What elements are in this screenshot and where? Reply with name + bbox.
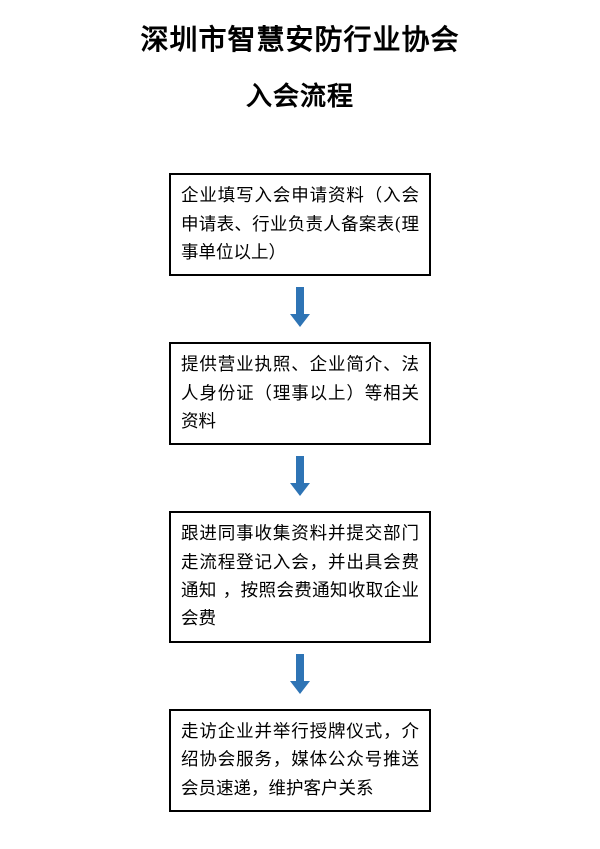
down-arrow-head: [290, 483, 310, 497]
page-title: 深圳市智慧安防行业协会: [140, 23, 460, 56]
flow-step-4: 走访企业并举行授牌仪式，介绍协会服务，媒体公众号推送会员速递，维护客户关系: [169, 708, 431, 812]
down-arrow-shaft: [296, 456, 304, 484]
flow-step-4-text: 走访企业并举行授牌仪式，介绍协会服务，媒体公众号推送会员速递，维护客户关系: [181, 721, 419, 799]
page-subtitle: 入会流程: [245, 82, 354, 113]
flow-step-2-text: 提供营业执照、企业简介、法人身份证（理事以上）等相关资料: [181, 355, 419, 433]
down-arrow-icon: [290, 653, 310, 694]
down-arrow-shaft: [296, 653, 304, 681]
down-arrow-shaft: [296, 287, 304, 315]
flow-step-1-text: 企业填写入会申请资料（入会申请表、行业负责人备案表(理事单位以上）: [181, 186, 419, 264]
flow-step-2: 提供营业执照、企业简介、法人身份证（理事以上）等相关资料: [169, 342, 431, 446]
down-arrow-icon: [290, 287, 310, 328]
flow-step-3: 跟进同事收集资料并提交部门走流程登记入会，并出具会费通知 ，按照会费通知收取企业…: [169, 511, 431, 643]
flow-step-1: 企业填写入会申请资料（入会申请表、行业负责人备案表(理事单位以上）: [169, 173, 431, 277]
down-arrow-head: [290, 314, 310, 328]
down-arrow-head: [290, 680, 310, 694]
down-arrow-icon: [290, 456, 310, 497]
membership-flowchart: 企业填写入会申请资料（入会申请表、行业负责人备案表(理事单位以上） 提供营业执照…: [0, 173, 600, 812]
flow-step-3-text: 跟进同事收集资料并提交部门走流程登记入会，并出具会费通知 ，按照会费通知收取企业…: [181, 524, 419, 630]
